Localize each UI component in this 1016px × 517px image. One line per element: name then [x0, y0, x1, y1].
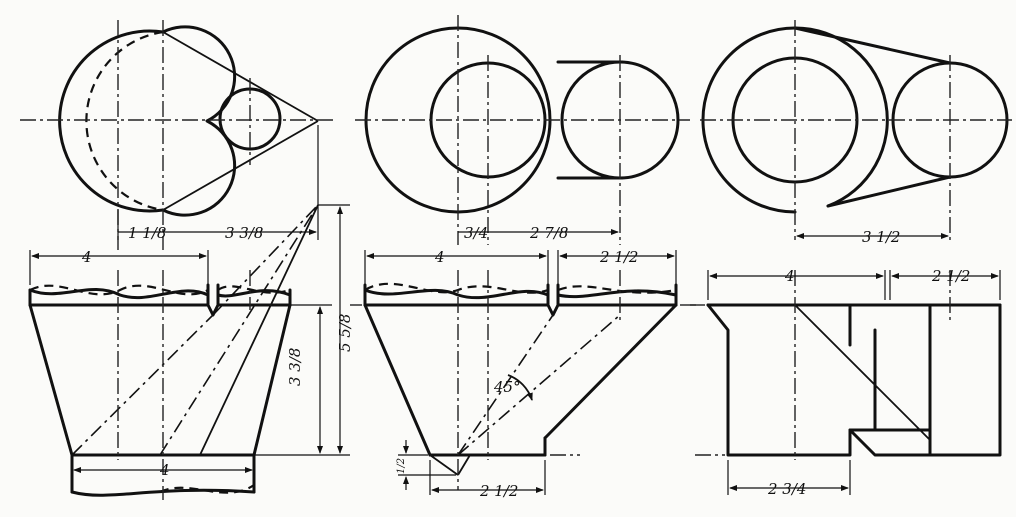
middle-bottom-height-label: 1/2 [396, 458, 407, 474]
left-top-width-label: 4 [81, 248, 92, 266]
right-dimensions: 4 2 1/2 3 1/2 2 3/4 [707, 228, 1001, 498]
middle-bottom-width-label: 2 1/2 [479, 482, 518, 500]
right-elevation-view [690, 270, 1002, 460]
left-body-height-label: 3 3/8 [286, 348, 304, 386]
middle-branch-width-label: 2 1/2 [599, 248, 638, 266]
right-spacing-label: 3 1/2 [862, 228, 900, 246]
right-branch-width-label: 2 1/2 [931, 267, 970, 285]
middle-plan-view [355, 15, 690, 245]
middle-offset-label: 3/4 [464, 224, 488, 242]
left-elevation-view [28, 204, 319, 500]
left-offset-label: 1 1/8 [128, 224, 166, 242]
right-top-width-label: 4 [784, 267, 795, 285]
middle-top-width-label: 4 [434, 248, 445, 266]
middle-elevation-view [350, 270, 700, 490]
middle-dimensions: 4 2 1/2 3/4 2 7/8 45° 2 1/2 1/2 [364, 224, 677, 500]
right-plan-view [700, 20, 1012, 240]
middle-spacing-label: 2 7/8 [529, 224, 568, 242]
left-bottom-width-label: 4 [159, 461, 170, 479]
left-spacing-label: 3 3/8 [225, 224, 263, 242]
left-plan-view [20, 20, 335, 250]
middle-figure: 4 2 1/2 3/4 2 7/8 45° 2 1/2 1/2 [350, 15, 700, 500]
middle-angle-label: 45° [493, 378, 521, 396]
left-dimensions: 4 1 1/8 3 3/8 4 3 3/8 5 5/8 [29, 125, 354, 479]
left-total-height-label: 5 5/8 [336, 314, 354, 352]
right-bottom-width-label: 2 3/4 [767, 480, 806, 498]
left-figure: 4 1 1/8 3 3/8 4 3 3/8 5 5/8 [20, 20, 354, 500]
right-figure: 4 2 1/2 3 1/2 2 3/4 [690, 20, 1012, 498]
